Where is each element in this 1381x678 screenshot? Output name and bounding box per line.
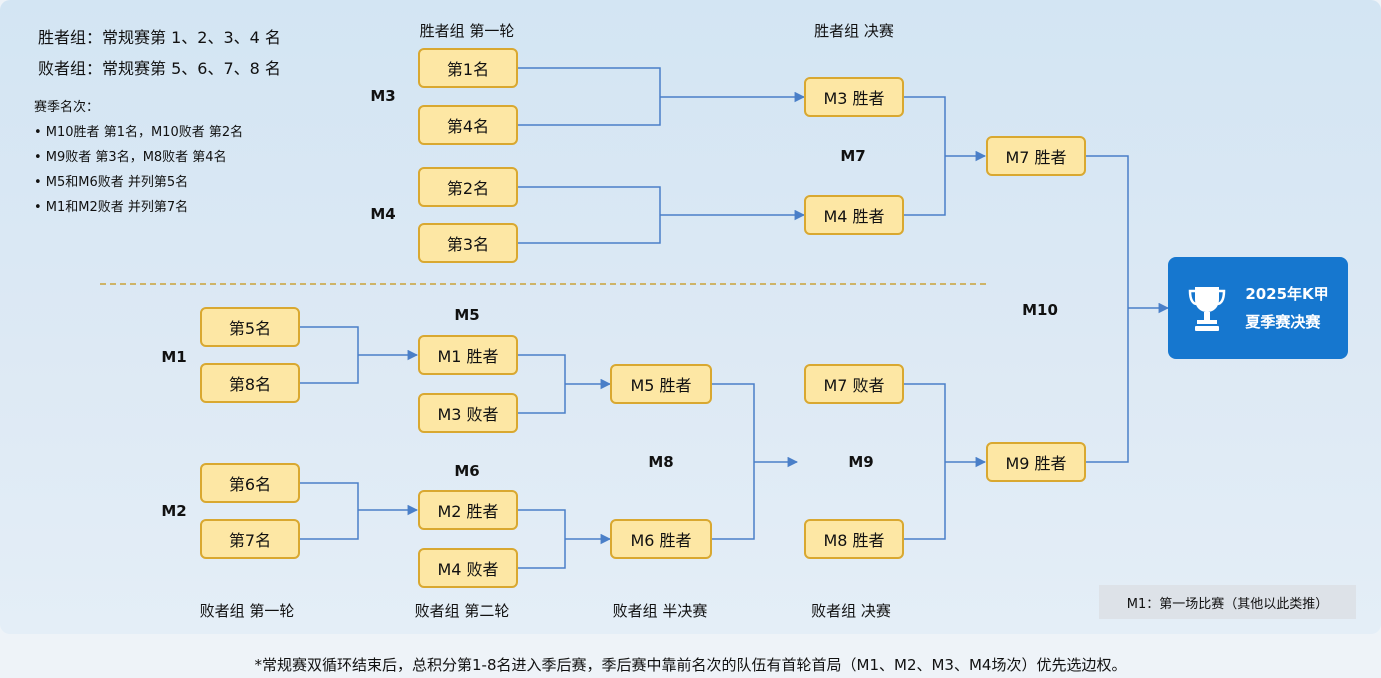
team-slot-m2-winner: M2 胜者 bbox=[418, 490, 518, 530]
connector-m9 bbox=[904, 383, 946, 540]
season-rank-item: • M10胜者 第1名，M10败者 第2名 bbox=[34, 125, 244, 140]
season-rank-item: • M5和M6败者 并列第5名 bbox=[34, 175, 189, 190]
team-slot-m5-winner: M5 胜者 bbox=[610, 364, 712, 404]
connector-m6 bbox=[518, 509, 566, 569]
team-slot-m6-winner: M6 胜者 bbox=[610, 519, 712, 559]
winners-group-note: 胜者组：常规赛第 1、2、3、4 名 bbox=[38, 28, 281, 47]
connector-m5 bbox=[518, 354, 566, 414]
connector-m1 bbox=[300, 326, 359, 384]
season-rank-item: • M9败者 第3名，M8败者 第4名 bbox=[34, 150, 227, 165]
legend-note: M1：第一场比赛（其他以此类推） bbox=[1099, 585, 1356, 619]
bracket-board: 胜者组：常规赛第 1、2、3、4 名 败者组：常规赛第 5、6、7、8 名 赛季… bbox=[0, 0, 1381, 634]
connector-m4 bbox=[518, 186, 661, 244]
team-slot-seed2: 第2名 bbox=[418, 167, 518, 207]
team-slot-seed6: 第6名 bbox=[200, 463, 300, 503]
team-slot-m7-winner: M7 胜者 bbox=[986, 136, 1086, 176]
team-slot-seed8: 第8名 bbox=[200, 363, 300, 403]
connector-m2 bbox=[300, 482, 359, 540]
match-label-m8: M8 bbox=[648, 453, 674, 471]
connector-m10 bbox=[1086, 155, 1129, 463]
final-title-line1: 2025年K甲 bbox=[1245, 285, 1329, 303]
team-slot-m8-winner: M8 胜者 bbox=[804, 519, 904, 559]
match-label-m2: M2 bbox=[161, 502, 187, 520]
final-champion-box: 2025年K甲 夏季赛决赛 bbox=[1168, 257, 1348, 359]
team-slot-seed7: 第7名 bbox=[200, 519, 300, 559]
trophy-icon bbox=[1189, 287, 1226, 331]
final-title: 2025年K甲 夏季赛决赛 bbox=[1245, 280, 1328, 336]
team-slot-m4-winner: M4 胜者 bbox=[804, 195, 904, 235]
column-title-wb-final: 胜者组 决赛 bbox=[814, 22, 894, 40]
final-title-line2: 夏季赛决赛 bbox=[1245, 313, 1321, 331]
team-slot-seed4: 第4名 bbox=[418, 105, 518, 145]
team-slot-m7-loser: M7 败者 bbox=[804, 364, 904, 404]
team-slot-seed1: 第1名 bbox=[418, 48, 518, 88]
match-label-m3: M3 bbox=[370, 87, 396, 105]
match-label-m7: M7 bbox=[840, 147, 866, 165]
match-label-m10: M10 bbox=[1022, 301, 1058, 319]
column-title-lb-semi: 败者组 半决赛 bbox=[612, 602, 708, 620]
team-slot-m3-winner: M3 胜者 bbox=[804, 77, 904, 117]
team-slot-m4-loser: M4 败者 bbox=[418, 548, 518, 588]
team-slot-seed5: 第5名 bbox=[200, 307, 300, 347]
losers-group-note: 败者组：常规赛第 5、6、7、8 名 bbox=[38, 59, 281, 78]
match-label-m5: M5 bbox=[454, 306, 480, 324]
season-rank-item: • M1和M2败者 并列第7名 bbox=[34, 200, 189, 215]
column-title-lb-round2: 败者组 第二轮 bbox=[414, 602, 510, 620]
team-slot-m9-winner: M9 胜者 bbox=[986, 442, 1086, 482]
match-label-m6: M6 bbox=[454, 462, 480, 480]
match-label-m1: M1 bbox=[161, 348, 187, 366]
bracket-connectors bbox=[100, 67, 1170, 569]
team-slot-m3-loser: M3 败者 bbox=[418, 393, 518, 433]
column-title-wb-round1: 胜者组 第一轮 bbox=[419, 22, 515, 40]
match-label-m9: M9 bbox=[848, 453, 874, 471]
column-title-lb-round1: 败者组 第一轮 bbox=[199, 602, 295, 620]
team-slot-m1-winner: M1 胜者 bbox=[418, 335, 518, 375]
season-rank-title: 赛季名次： bbox=[34, 100, 100, 115]
connector-m3 bbox=[518, 67, 661, 126]
team-slot-seed3: 第3名 bbox=[418, 223, 518, 263]
column-title-lb-final: 败者组 决赛 bbox=[811, 602, 891, 620]
footnote: *常规赛双循环结束后，总积分第1-8名进入季后赛，季后赛中靠前名次的队伍有首轮首… bbox=[254, 656, 1127, 674]
match-label-m4: M4 bbox=[370, 205, 396, 223]
connector-m7 bbox=[904, 96, 946, 216]
connector-m8 bbox=[712, 383, 755, 540]
